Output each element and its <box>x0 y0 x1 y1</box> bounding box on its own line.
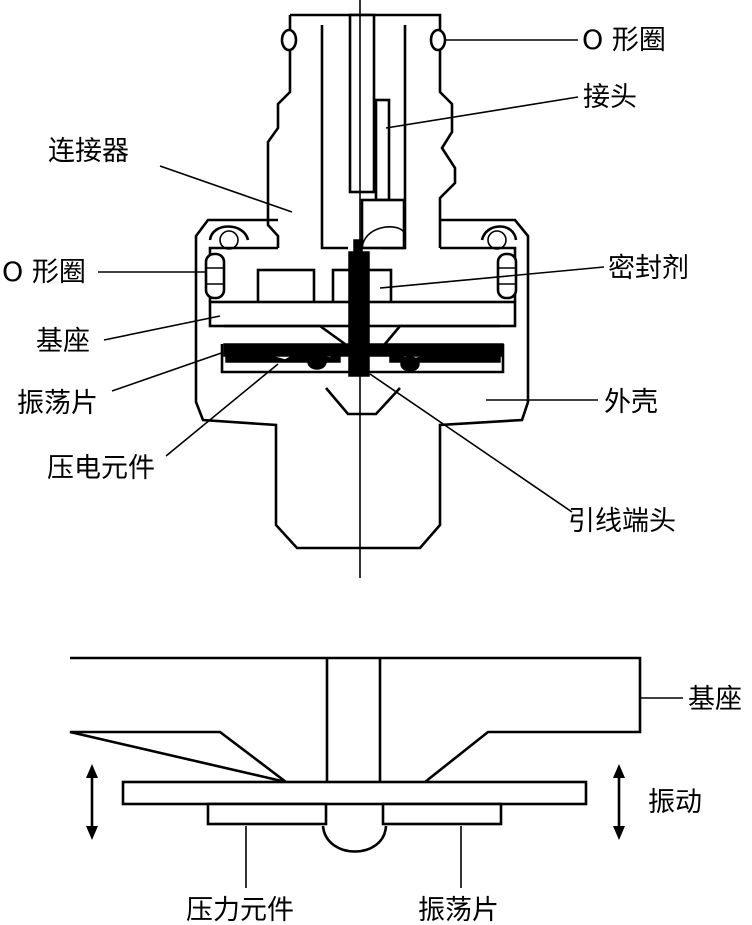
base-block <box>69 656 642 784</box>
label-connector: 连接器 <box>48 136 129 167</box>
o-ring-top-right <box>429 28 447 52</box>
pin-sleeve <box>348 13 376 194</box>
center-cone <box>325 387 401 416</box>
sensor-cross-section: O 形圈 接头 连接器 O 形圈 密封剂 基座 振荡片 外壳 压电元件 引线端头 <box>2 0 689 578</box>
pressure-element-right <box>381 802 503 826</box>
terminal-clip <box>360 198 406 250</box>
vibration-arrow-left <box>86 764 98 840</box>
label-o-ring-side: O 形圈 <box>2 257 86 288</box>
label-sealant: 密封剂 <box>608 253 689 284</box>
housing-notch-left <box>208 225 250 241</box>
housing-hole-right <box>487 230 507 250</box>
label-vibration-plate: 振荡片 <box>17 388 98 419</box>
inner-block-left <box>256 268 316 305</box>
label-housing: 外壳 <box>604 387 658 418</box>
lead-terminal-stem <box>348 251 370 377</box>
principle-diagram: 基座 振动 压力元件 振荡片 <box>69 656 742 925</box>
housing-outline <box>194 218 530 550</box>
label-o-ring-top: O 形圈 <box>582 25 666 56</box>
center-bulge <box>321 825 388 853</box>
terminal-block <box>374 98 391 202</box>
pressure-element-left <box>206 802 328 826</box>
housing-notch-right <box>480 225 518 241</box>
bottom-vibration-plate <box>121 780 588 806</box>
o-ring-side-left <box>204 252 226 300</box>
label-piezo-element: 压电元件 <box>47 453 155 484</box>
vibration-arrow-right <box>613 764 625 840</box>
label-base: 基座 <box>36 326 90 357</box>
connector-body <box>266 13 457 248</box>
label-bottom-vibration-plate: 振荡片 <box>418 895 499 925</box>
base-taper <box>224 324 500 346</box>
label-vibration: 振动 <box>648 787 702 818</box>
label-connector-tip: 接头 <box>583 82 637 113</box>
label-pressure-element: 压力元件 <box>186 895 294 925</box>
label-bottom-base: 基座 <box>688 684 742 715</box>
label-lead-terminal: 引线端头 <box>568 506 676 537</box>
housing-hole-left <box>219 230 239 250</box>
o-ring-top-left <box>280 28 298 52</box>
